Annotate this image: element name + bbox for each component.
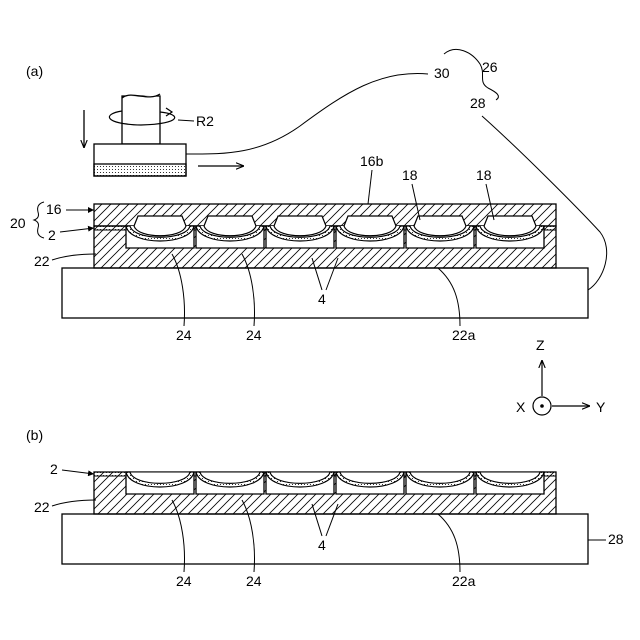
panel-b-label: (b) xyxy=(26,427,43,443)
leader-r2 xyxy=(178,120,194,121)
label-18-b: 18 xyxy=(476,167,492,183)
label-z: Z xyxy=(536,337,545,353)
label-16: 16 xyxy=(46,201,62,217)
label-30: 30 xyxy=(434,65,450,81)
label-2-a: 2 xyxy=(48,227,56,243)
polishing-tool: R2 xyxy=(84,94,244,176)
a-recess-2 xyxy=(204,216,256,236)
label-22a-a: 22a xyxy=(452,327,476,343)
label-4-b: 4 xyxy=(318,537,326,553)
leader-30 xyxy=(186,74,428,154)
label-r2: R2 xyxy=(196,113,214,129)
leader-2-a xyxy=(60,228,94,232)
leader-2-b xyxy=(62,470,94,474)
leader-22-a xyxy=(52,254,96,260)
panel-a-label: (a) xyxy=(26,63,43,79)
label-y: Y xyxy=(596,399,606,415)
label-4-a: 4 xyxy=(318,291,326,307)
label-24-a2: 24 xyxy=(246,327,262,343)
brace-20 xyxy=(34,202,44,238)
label-24-b1: 24 xyxy=(176,573,192,589)
label-28-a: 28 xyxy=(470,95,486,111)
label-28-b: 28 xyxy=(608,531,624,547)
label-2-b: 2 xyxy=(50,461,58,477)
panel-a: (a) R2 20 16 2 22 xyxy=(10,49,607,343)
a-recess-4 xyxy=(344,216,396,236)
a-recess-3 xyxy=(274,216,326,236)
label-24-b2: 24 xyxy=(246,573,262,589)
axis-indicator: Z Y X xyxy=(516,337,606,415)
label-18-a: 18 xyxy=(402,167,418,183)
a-recess-1 xyxy=(134,216,186,236)
label-22-a: 22 xyxy=(34,253,50,269)
panel-b: (b) 2 22 28 24 24 4 22a xyxy=(26,427,624,589)
label-22a-b: 22a xyxy=(452,573,476,589)
label-22-b: 22 xyxy=(34,499,50,515)
leader-22-b xyxy=(52,500,96,506)
tool-shaft xyxy=(122,96,160,144)
x-axis-dot xyxy=(540,404,544,408)
label-24-a1: 24 xyxy=(176,327,192,343)
leader-16b xyxy=(368,170,372,204)
polishing-pad xyxy=(94,164,186,176)
label-20: 20 xyxy=(10,215,26,231)
label-26: 26 xyxy=(482,59,498,75)
a-recess-6 xyxy=(484,216,536,236)
label-x: X xyxy=(516,399,526,415)
a-recess-5 xyxy=(414,216,466,236)
label-16b: 16b xyxy=(360,153,384,169)
